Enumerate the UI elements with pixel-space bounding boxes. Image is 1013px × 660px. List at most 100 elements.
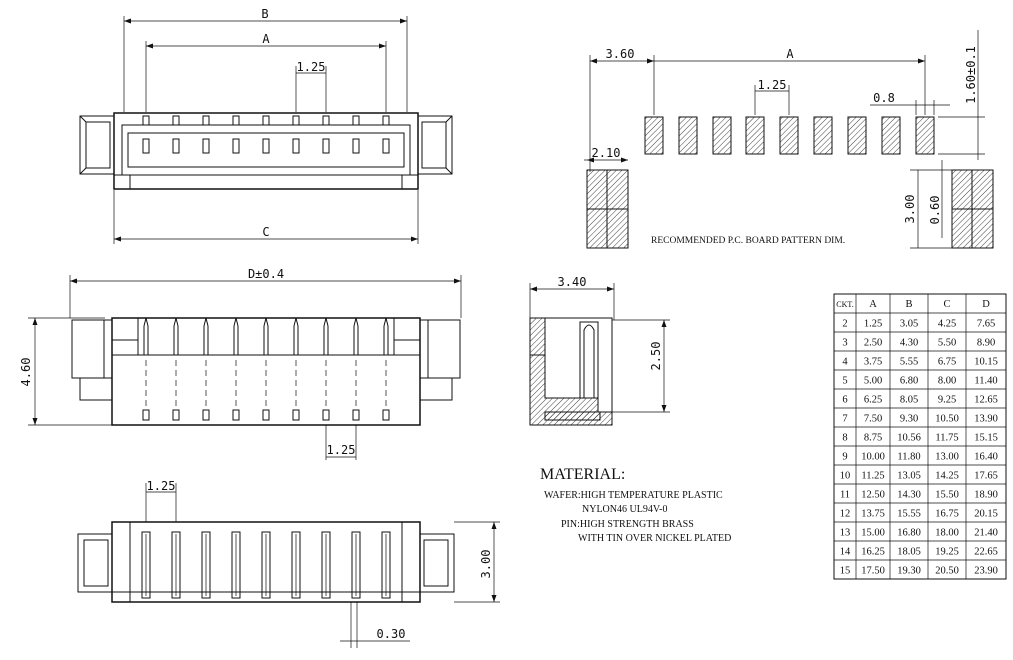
- table-cell: 7.65: [977, 319, 995, 330]
- material-line-1: WAFER:HIGH TEMPERATURE PLASTIC: [544, 490, 723, 501]
- table-cell: 15.15: [974, 433, 998, 444]
- table-cell: 6.80: [900, 376, 918, 387]
- top-pin: [202, 115, 210, 154]
- top-pin: [142, 115, 150, 154]
- table-header: A: [869, 299, 877, 310]
- bottom-pin: [291, 531, 301, 599]
- dim-pcb-pitch-label: 1.25: [758, 78, 787, 92]
- table-cell: 3.75: [864, 357, 882, 368]
- table-cell: 14.30: [897, 490, 921, 501]
- table-cell: 4: [842, 357, 848, 368]
- table-cell: 6.75: [938, 357, 956, 368]
- table-cell: 11: [840, 490, 850, 501]
- front-pin: [262, 317, 270, 421]
- table-cell: 9: [842, 452, 847, 463]
- top-pin: [172, 115, 180, 154]
- table-cell: 13.05: [897, 471, 921, 482]
- table-cell: 2: [842, 319, 847, 330]
- table-cell: 10.15: [974, 357, 998, 368]
- table-cell: 11.40: [974, 376, 997, 387]
- table-cell: 8.05: [900, 395, 918, 406]
- front-pin: [322, 317, 330, 421]
- front-pin: [142, 317, 150, 421]
- dim-a-label: A: [262, 32, 270, 46]
- top-pin: [352, 115, 360, 154]
- pcb-pad: [779, 116, 799, 155]
- table-cell: 16.25: [861, 547, 885, 558]
- table-cell: 18.90: [974, 490, 998, 501]
- material-title: MATERIAL:: [540, 466, 625, 483]
- front-pin: [382, 317, 390, 421]
- table-cell: 12: [840, 509, 851, 520]
- bottom-pin: [231, 531, 241, 599]
- front-pin: [202, 317, 210, 421]
- table-cell: 13.90: [974, 414, 998, 425]
- table-cell: 13: [840, 528, 851, 539]
- pcb-pad: [678, 116, 698, 155]
- pcb-pad: [847, 116, 867, 155]
- pcb-pad: [915, 116, 935, 155]
- table-header: B: [905, 299, 912, 310]
- bottom-pin: [261, 531, 271, 599]
- pcb-pattern-caption: RECOMMENDED P.C. BOARD PATTERN DIM.: [651, 236, 845, 246]
- pcb-pad: [813, 116, 833, 155]
- dim-front-pitch-label: 1.25: [327, 443, 356, 457]
- table-cell: 20.50: [935, 566, 959, 577]
- dim-pin-width-label: 0.30: [377, 627, 406, 641]
- table-cell: 8: [842, 433, 847, 444]
- dim-pad-width-label: 0.8: [873, 91, 895, 105]
- table-cell: 17.50: [861, 566, 885, 577]
- pcb-pattern-view: 3.60 A 1.25 0.8 1.60±0.1 2.10: [584, 30, 994, 249]
- dim-offset-label: 3.60: [606, 47, 635, 61]
- material-notes: MATERIAL: WAFER:HIGH TEMPERATURE PLASTIC…: [540, 466, 731, 544]
- side-view: 3.40 2.50: [529, 275, 670, 426]
- dim-bottom-height-label: 3.00: [479, 550, 493, 579]
- pcb-pad: [712, 116, 732, 155]
- table-cell: 21.40: [974, 528, 998, 539]
- pcb-pad: [745, 116, 765, 155]
- front-view: D±0.4 4.60 1.25: [19, 267, 462, 460]
- top-view: B A 1.25 C: [79, 7, 453, 244]
- table-cell: 15: [840, 566, 851, 577]
- table-cell: 23.90: [974, 566, 998, 577]
- table-cell: 14.25: [935, 471, 959, 482]
- table-cell: 16.40: [974, 452, 998, 463]
- bottom-pin: [321, 531, 331, 599]
- material-line-2: NYLON46 UL94V-0: [582, 504, 667, 515]
- table-header: D: [982, 299, 990, 310]
- table-cell: 10.56: [897, 433, 921, 444]
- table-header: CKT.: [836, 300, 853, 309]
- dim-front-height-label: 4.60: [19, 358, 33, 387]
- table-cell: 22.65: [974, 547, 998, 558]
- pcb-pad: [881, 116, 901, 155]
- bottom-pin: [201, 531, 211, 599]
- table-cell: 16.75: [935, 509, 959, 520]
- dim-pad-height-label: 1.60±0.1: [964, 46, 978, 104]
- dim-d-label: D±0.4: [248, 267, 284, 281]
- table-cell: 13.00: [935, 452, 959, 463]
- bottom-pin: [381, 531, 391, 599]
- table-cell: 5.55: [900, 357, 918, 368]
- front-pin: [172, 317, 180, 421]
- table-cell: 11.80: [897, 452, 920, 463]
- dim-side-pad-width-label: 2.10: [592, 146, 621, 160]
- table-cell: 11.25: [861, 471, 884, 482]
- table-cell: 4.30: [900, 338, 918, 349]
- table-cell: 7: [842, 414, 847, 425]
- table-cell: 3: [842, 338, 847, 349]
- dim-side-pad-height-label: 3.00: [903, 195, 917, 224]
- bottom-view: 1.25 3.00 0.30: [77, 479, 500, 648]
- table-cell: 5.50: [938, 338, 956, 349]
- table-cell: 20.15: [974, 509, 998, 520]
- table-cell: 15.55: [897, 509, 921, 520]
- table-cell: 19.30: [897, 566, 921, 577]
- table-cell: 10.00: [861, 452, 885, 463]
- dim-pcb-a-label: A: [786, 47, 794, 61]
- table-cell: 17.65: [974, 471, 998, 482]
- table-cell: 7.50: [864, 414, 882, 425]
- table-cell: 15.00: [861, 528, 885, 539]
- table-cell: 5.00: [864, 376, 882, 387]
- table-cell: 18.00: [935, 528, 959, 539]
- top-pin: [232, 115, 240, 154]
- front-pin: [292, 317, 300, 421]
